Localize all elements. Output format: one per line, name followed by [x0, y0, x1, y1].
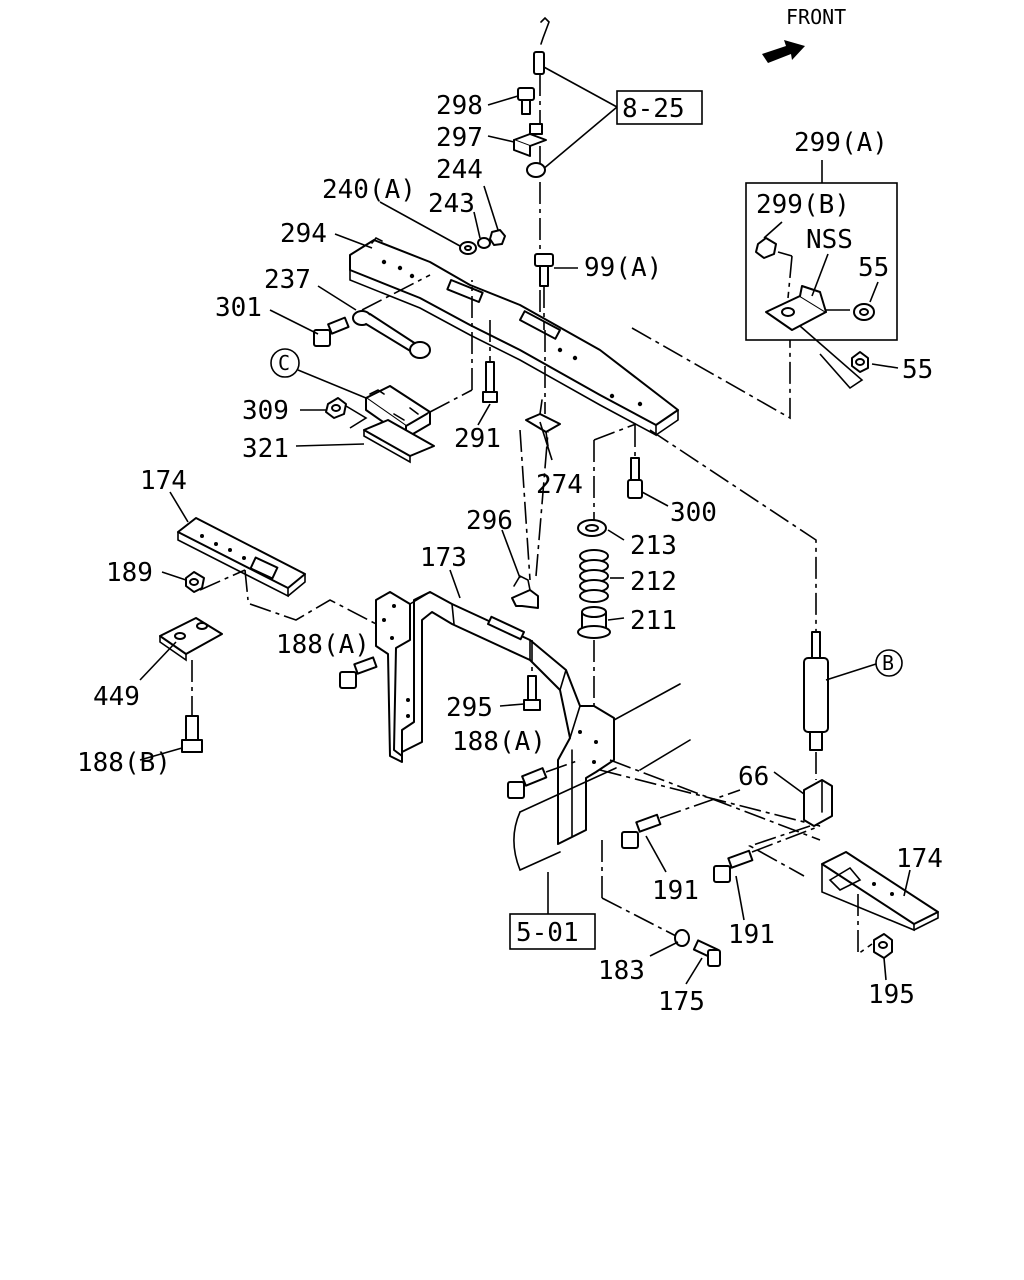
bolt-295: [523, 675, 541, 711]
label-243: 243: [428, 189, 475, 219]
front-label: FRONT: [786, 5, 846, 29]
label-296: 296: [466, 506, 513, 536]
label-309: 309: [242, 396, 289, 426]
bolt-188b: [181, 715, 203, 753]
nut-8-25: [526, 162, 546, 178]
label-212: 212: [630, 567, 677, 597]
label-321: 321: [242, 434, 289, 464]
frame-173: [375, 591, 615, 845]
label-297: 297: [436, 123, 483, 153]
callout-c-letter: C: [278, 351, 290, 375]
bolt-188a-left: [339, 656, 378, 689]
bolt-300: [627, 457, 643, 499]
label-189: 189: [106, 558, 153, 588]
washer-183: [674, 929, 690, 947]
ref-box-8-25[interactable]: 8-25: [616, 90, 703, 125]
ref-label-5-01: 5-01: [516, 918, 579, 948]
label-299b: 299(B): [756, 190, 850, 220]
bolt-298: [517, 87, 535, 115]
label-55-outer: 55: [902, 355, 933, 385]
bolt-188a-center: [507, 767, 548, 799]
part-299b: [755, 237, 777, 259]
bolt-191-a: [621, 813, 662, 849]
bracket-174-left: [177, 517, 306, 598]
label-174-left: 174: [140, 466, 187, 496]
bracket-174-right: [821, 851, 939, 932]
label-449: 449: [93, 682, 140, 712]
callout-b: B: [875, 649, 903, 677]
label-244: 244: [436, 155, 483, 185]
label-291: 291: [454, 424, 501, 454]
label-nss: NSS: [806, 225, 853, 255]
nut-189: [185, 571, 205, 593]
nut-195: [873, 933, 893, 959]
bracket-274: [525, 399, 561, 447]
label-298: 298: [436, 91, 483, 121]
nut-309: [325, 397, 347, 419]
label-300: 300: [670, 498, 717, 528]
bumper-211: [577, 606, 611, 639]
nut-55-outer: [851, 351, 869, 373]
washer-240a: [459, 241, 477, 255]
label-274: 274: [536, 470, 583, 500]
washer-213: [577, 519, 607, 537]
nut-244: [489, 229, 506, 246]
label-99a: 99(A): [584, 253, 662, 283]
label-188a-center: 188(A): [452, 727, 546, 757]
bracket-66: [803, 779, 833, 827]
label-191-a: 191: [652, 876, 699, 906]
label-237: 237: [264, 265, 311, 295]
frame-tube: [513, 683, 821, 872]
spring-212: [579, 549, 609, 603]
shock-absorber: [803, 631, 829, 751]
bolt-175: [692, 939, 721, 967]
bracket-297: [513, 123, 547, 157]
label-174-right: 174: [896, 844, 943, 874]
label-195: 195: [868, 980, 915, 1010]
washer-243: [477, 237, 491, 249]
plate-449: [159, 617, 223, 662]
label-213: 213: [630, 531, 677, 561]
ref-box-5-01[interactable]: 5-01: [509, 913, 596, 950]
bolt-191-b: [713, 849, 754, 883]
label-299a: 299(A): [794, 128, 888, 158]
bolt-291: [482, 320, 498, 403]
callout-c: C: [270, 348, 300, 378]
label-188b: 188(B): [77, 748, 171, 778]
assembly-c: [363, 385, 435, 464]
crossmember-294: [349, 236, 679, 437]
callout-b-letter: B: [882, 651, 894, 675]
label-175: 175: [658, 987, 705, 1017]
label-294: 294: [280, 219, 327, 249]
label-301: 301: [215, 293, 262, 323]
bracket-nss: [765, 285, 827, 331]
ref-label-8-25: 8-25: [622, 94, 685, 124]
label-295: 295: [446, 693, 493, 723]
label-183: 183: [598, 956, 645, 986]
label-66: 66: [738, 762, 769, 792]
bolt-99a: [534, 253, 554, 330]
nut-55-inset: [853, 303, 875, 321]
inset-299a: [745, 160, 898, 341]
bolt-301: [313, 316, 350, 347]
front-arrow-icon: [762, 40, 805, 63]
label-240a: 240(A): [322, 175, 416, 205]
bracket-296: [511, 574, 539, 609]
link-rod-237: [352, 310, 431, 359]
label-211: 211: [630, 606, 677, 636]
label-188a-left: 188(A): [276, 630, 370, 660]
label-191-b: 191: [728, 920, 775, 950]
label-173: 173: [420, 543, 467, 573]
label-55-inset: 55: [858, 253, 889, 283]
